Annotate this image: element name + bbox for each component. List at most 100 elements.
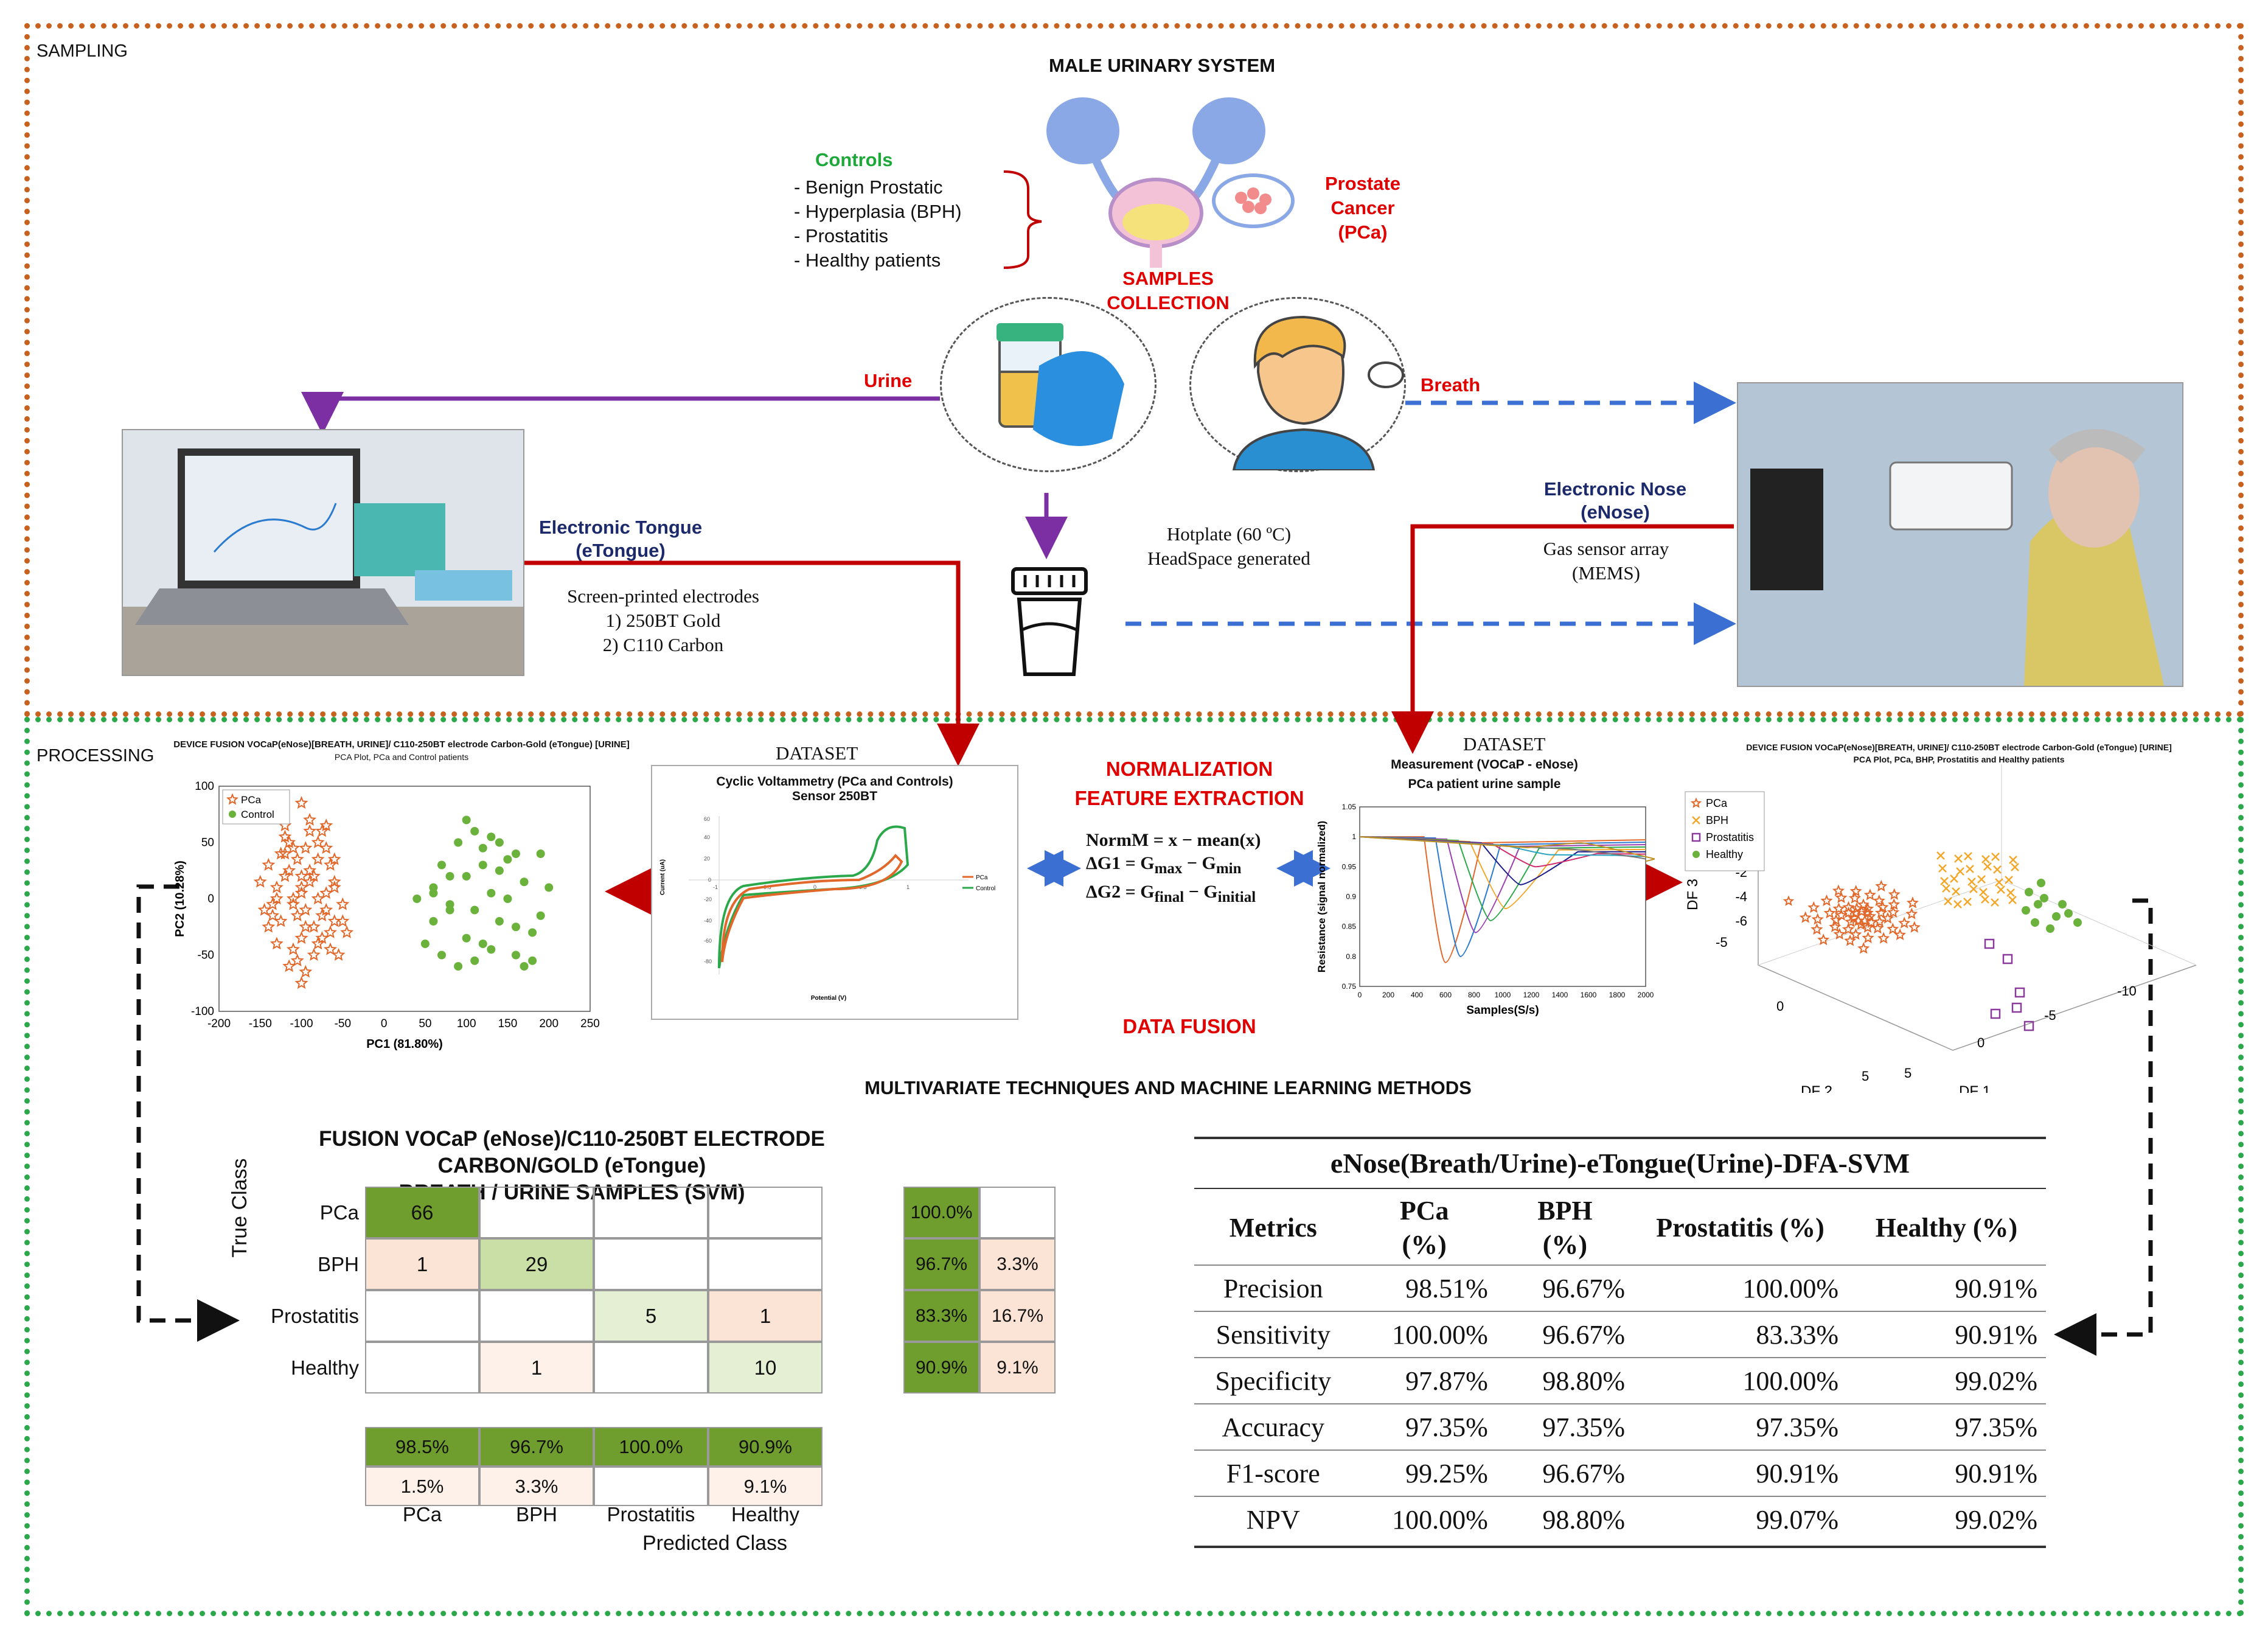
data-point	[299, 902, 313, 916]
electrodes-line: 1) 250BT Gold	[605, 610, 721, 631]
data-point	[270, 880, 284, 893]
urine-cup-hand-icon	[997, 323, 1124, 446]
data-point	[327, 874, 341, 888]
data-point	[487, 945, 496, 954]
enose-xtick: 2000	[1638, 991, 1654, 999]
confusion-title: FUSION VOCaP (eNose)/C110-250BT ELECTROD…	[268, 1126, 876, 1206]
confusion-row-label: Healthy	[291, 1356, 359, 1379]
confusion-row-summary: 96.7%	[903, 1238, 979, 1290]
data-point	[1964, 852, 1972, 860]
data-point	[2031, 918, 2039, 927]
data-point	[303, 824, 317, 837]
data-point	[1811, 923, 1823, 935]
dfa-legend-swatch	[1692, 851, 1700, 858]
breath-label: Breath	[1421, 374, 1481, 396]
data-point	[1956, 867, 1964, 876]
data-point	[1991, 853, 2000, 861]
confusion-cell: 66	[365, 1187, 479, 1238]
eq-sub: final	[1154, 889, 1184, 905]
pca1-xtick: 100	[457, 1017, 476, 1030]
cv-ytick: -60	[704, 938, 712, 944]
data-point	[1942, 884, 1950, 893]
data-point	[311, 852, 325, 865]
dfa-xtick: -10	[2117, 983, 2137, 999]
enose-sensor-curve	[1359, 836, 1646, 857]
processing-label: PROCESSING	[37, 746, 155, 766]
data-point	[307, 869, 321, 882]
confusion-cell: 1	[365, 1238, 479, 1290]
cancer-label-line: Prostate	[1324, 173, 1401, 194]
cv-series-control	[718, 825, 910, 969]
data-point	[2011, 863, 2019, 871]
data-point	[1783, 895, 1795, 906]
data-point	[512, 951, 520, 960]
data-point	[1811, 913, 1824, 925]
breath-sample-circle	[1189, 297, 1406, 472]
eq-part: ΔG1 = G	[1086, 853, 1155, 873]
pca1-subtitle: PCA Plot, PCa and Control patients	[334, 752, 469, 762]
data-point	[478, 860, 487, 870]
data-point	[478, 940, 487, 948]
data-point	[1905, 907, 1918, 919]
data-point	[2073, 918, 2082, 927]
cv-ytick: 40	[704, 834, 710, 840]
confusion-title-line: FUSION VOCaP (eNose)/C110-250BT ELECTROD…	[319, 1127, 825, 1177]
cv-title: Cyclic Voltammetry (PCa and Controls)	[716, 775, 953, 789]
confusion-col-label: PCa	[402, 1503, 442, 1526]
eq-sub: initial	[1217, 889, 1256, 905]
pca1-xtick: 250	[580, 1017, 600, 1030]
urinary-title: MALE URINARY SYSTEM	[1048, 55, 1276, 76]
data-point	[1873, 915, 1886, 927]
enose-frame	[1359, 806, 1646, 987]
data-point	[2040, 894, 2048, 902]
confusion-col-summary: 3.3%	[479, 1467, 594, 1506]
data-point	[495, 917, 504, 926]
data-point	[2008, 896, 2017, 904]
pca-chart-1: DEVICE FUSION VOCaP(eNose)[BREATH, URINE…	[170, 739, 633, 1057]
controls-title: Controls	[815, 149, 893, 170]
data-point	[487, 832, 496, 842]
enose-label: Electronic Nose (eNose)	[1518, 478, 1713, 524]
enose-ytick: 1.05	[1342, 803, 1357, 811]
confusion-ylabel: True Class	[228, 1158, 251, 1258]
data-point	[1908, 921, 1921, 933]
dataset-label-1: DATASET	[776, 742, 858, 764]
data-point	[1981, 895, 1989, 904]
feature-extraction-label: FEATURE EXTRACTION	[1074, 787, 1304, 809]
confusion-cell: 10	[708, 1342, 823, 1394]
confusion-row-label: BPH	[318, 1252, 359, 1275]
pca1-xtick: -200	[207, 1017, 231, 1030]
enose-xtick: 0	[1358, 991, 1362, 999]
pca1-xlabel: PC1 (81.80%)	[366, 1038, 443, 1051]
controls-item: - Prostatitis	[794, 225, 889, 246]
enose-sensor-curve	[1359, 836, 1646, 910]
pca1-legend-pca: PCa	[241, 794, 262, 806]
controls-item: - Benign Prostatic	[794, 176, 943, 198]
data-point	[462, 872, 471, 881]
metrics-cell: Precision	[1223, 1273, 1323, 1303]
data-point	[266, 897, 280, 910]
data-point	[257, 902, 271, 916]
metrics-cell: 100.00%	[1392, 1504, 1488, 1535]
metrics-header-cell: BPH (%)	[1537, 1196, 1593, 1260]
data-point	[2034, 900, 2042, 909]
data-point	[536, 911, 545, 920]
enose-sensor-curve	[1359, 836, 1646, 957]
data-point	[1832, 884, 1845, 896]
data-point	[2022, 906, 2030, 915]
metrics-cell: 97.35%	[1405, 1412, 1488, 1442]
cv-xtick: -1	[713, 884, 718, 890]
eq-sub: max	[1154, 860, 1183, 877]
gas-sensor-text: Gas sensor array (MEMS)	[1503, 537, 1710, 585]
data-point	[1954, 854, 1963, 863]
metrics-cell: 90.91%	[1955, 1458, 2037, 1488]
data-point	[495, 866, 504, 875]
data-point	[437, 860, 446, 870]
data-point	[1857, 942, 1870, 954]
data-point	[319, 818, 333, 832]
data-point	[1833, 927, 1846, 940]
